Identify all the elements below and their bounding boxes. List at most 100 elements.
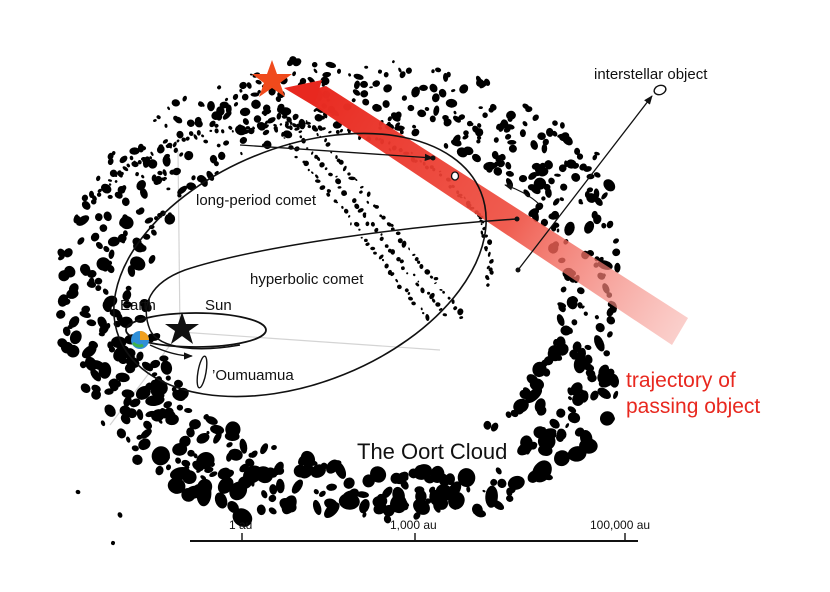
cloud-particle [168,212,172,217]
cloud-particle [572,341,582,353]
cloud-particle [399,259,404,264]
cloud-particle [360,236,363,239]
cloud-particle [585,369,596,378]
cloud-particle [343,477,355,489]
cloud-particle [518,174,528,183]
cloud-particle [560,184,566,190]
cloud-particle [613,238,619,244]
cloud-particle [107,264,115,274]
cloud-particle [374,227,379,233]
cloud-particle [572,393,584,406]
passing-star-icon [252,60,292,97]
cloud-particle [545,187,552,198]
cloud-particle [598,364,610,378]
cloud-particle [542,368,551,377]
cloud-particle [519,129,526,138]
cloud-particle [315,179,321,183]
cloud-particle [326,189,331,193]
cloud-particle [101,183,112,194]
trajectory-label-line2: passing object [626,395,761,419]
cloud-particle [97,188,102,193]
cloud-particle [149,156,153,160]
cloud-particle [268,494,277,503]
cloud-particle [557,133,565,138]
cloud-particle [137,160,142,165]
cloud-particle [353,221,360,227]
cloud-particle [285,121,289,124]
cloud-particle [126,436,131,443]
cloud-particle [148,254,156,264]
cloud-particle [505,178,514,188]
cloud-particle [206,170,215,181]
cloud-particle [209,471,218,478]
cloud-particle [196,432,210,444]
cloud-particle [439,288,443,291]
cloud-particle [194,116,202,124]
cloud-particle [223,140,230,146]
cloud-particle [313,68,318,74]
cloud-particle [533,177,547,190]
cloud-particle [248,127,255,135]
cloud-particle [191,175,196,181]
cloud-particle [140,156,147,161]
cloud-particle [374,204,379,209]
cloud-particle [119,216,134,230]
cloud-particle [353,73,364,80]
cloud-particle [154,175,163,185]
cloud-particle [94,213,103,222]
cloud-particle [336,201,339,204]
cloud-particle [404,288,409,293]
cloud-particle [257,90,261,94]
cloud-particle [107,194,113,199]
cloud-particle [250,450,258,458]
cloud-particle [126,163,131,168]
earth-label: Earth [120,297,156,314]
cloud-particle [121,389,135,399]
cloud-particle [434,282,437,285]
cloud-particle [67,325,73,330]
cloud-particle [490,478,498,486]
cloud-particle [345,192,348,195]
cloud-particle [429,115,436,123]
oort-cloud-label: The Oort Cloud [357,439,508,464]
cloud-particle [476,135,482,140]
cloud-particle [73,214,79,223]
cloud-particle [543,474,553,481]
cloud-particle [216,143,221,148]
cloud-particle [484,78,491,86]
cloud-particle [325,142,331,147]
cloud-particle [571,172,581,182]
cloud-particle [79,311,91,318]
cloud-particle [193,453,198,459]
cloud-particle [193,134,198,140]
cloud-particle [233,102,239,107]
cloud-particle [123,396,132,407]
cloud-particle [173,147,178,153]
cloud-particle [226,442,233,448]
cloud-particle [429,83,438,93]
cloud-particle [122,166,129,172]
cloud-particle [451,299,455,304]
cloud-particle [376,493,388,506]
cloud-particle [525,387,543,404]
cloud-particle [328,130,332,134]
cloud-particle [160,361,168,369]
cloud-particle [429,490,445,507]
cloud-particle [320,76,330,86]
cloud-particle [557,343,569,356]
cloud-particle [531,162,541,170]
cloud-particle [151,446,170,466]
cloud-particle [411,301,416,306]
cloud-particle [122,230,128,237]
cloud-particle [478,106,483,109]
cloud-particle [335,130,340,134]
cloud-particle [390,249,396,255]
cloud-particle [424,269,431,275]
sun-label: Sun [205,297,232,314]
cloud-particle [210,424,225,435]
cloud-particle [91,384,101,393]
cloud-particle [239,89,243,93]
cloud-particle [298,455,308,466]
cloud-particle [354,80,360,90]
cloud-particle [63,248,73,258]
